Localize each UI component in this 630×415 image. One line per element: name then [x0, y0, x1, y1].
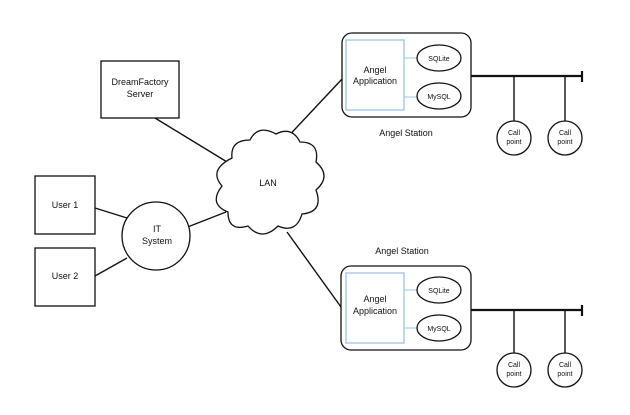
call-point-bottom-1-line2: point	[506, 371, 521, 378]
connector-lan-station-bottom	[286, 231, 342, 308]
call-point-bottom-2-line2: point	[557, 371, 572, 378]
call-point-bottom-2: Call point	[547, 352, 583, 388]
dreamfactory-server-node: DreamFactory Server	[100, 60, 180, 119]
station-caption-top: Angel Station	[379, 128, 433, 138]
angel-station-bottom: Angel Application SQLite MySQL	[340, 265, 472, 351]
mysql-db-top	[416, 82, 462, 110]
dreamfactory-label-line1: DreamFactory	[111, 77, 169, 87]
mysql-label-top: MySQL	[427, 94, 450, 101]
sqlite-label-bottom: SQLite	[428, 288, 450, 295]
connector-it-lan	[184, 211, 227, 229]
it-system-label-line2: System	[142, 236, 172, 246]
connector-lan-station-top	[281, 77, 344, 144]
it-system-node: IT System	[121, 201, 191, 271]
angel-app-box-top	[345, 39, 405, 111]
call-point-bottom-1-line1: Call	[508, 362, 521, 369]
sqlite-label-top: SQLite	[428, 56, 450, 63]
angel-app-bottom-line2: Application	[353, 306, 397, 316]
user2-label: User 2	[52, 271, 79, 281]
it-system-label-line1: IT	[153, 224, 162, 234]
mysql-label-bottom: MySQL	[427, 326, 450, 333]
sqlite-db-bottom	[416, 276, 462, 304]
call-point-top-1-line2: point	[506, 139, 521, 146]
lan-cloud: LAN	[215, 129, 325, 235]
call-point-top-2-line2: point	[557, 139, 572, 146]
connector-user2-it	[94, 257, 128, 277]
connector-dreamfactory-lan	[154, 117, 233, 166]
dreamfactory-label-line2: Server	[127, 89, 154, 99]
connector-user1-it	[94, 207, 128, 219]
angel-app-box-bottom	[345, 272, 405, 344]
user1-node: User 1	[34, 175, 96, 235]
call-point-top-2-line1: Call	[559, 130, 572, 137]
call-point-top-1: Call point	[496, 120, 532, 156]
call-point-bottom-2-line1: Call	[559, 362, 572, 369]
user2-node: User 2	[34, 247, 96, 307]
call-point-bottom-1: Call point	[496, 352, 532, 388]
angel-app-top-line1: Angel	[363, 65, 386, 75]
user1-label: User 1	[52, 200, 79, 210]
angel-station-top: Angel Application SQLite MySQL	[341, 32, 472, 118]
mysql-db-bottom	[416, 314, 462, 342]
lan-label: LAN	[259, 178, 277, 188]
sqlite-db-top	[416, 44, 462, 72]
angel-app-top-line2: Application	[353, 76, 397, 86]
call-point-top-2: Call point	[547, 120, 583, 156]
station-caption-bottom: Angel Station	[375, 246, 429, 256]
angel-app-bottom-line1: Angel	[363, 294, 386, 304]
call-point-top-1-line1: Call	[508, 130, 521, 137]
